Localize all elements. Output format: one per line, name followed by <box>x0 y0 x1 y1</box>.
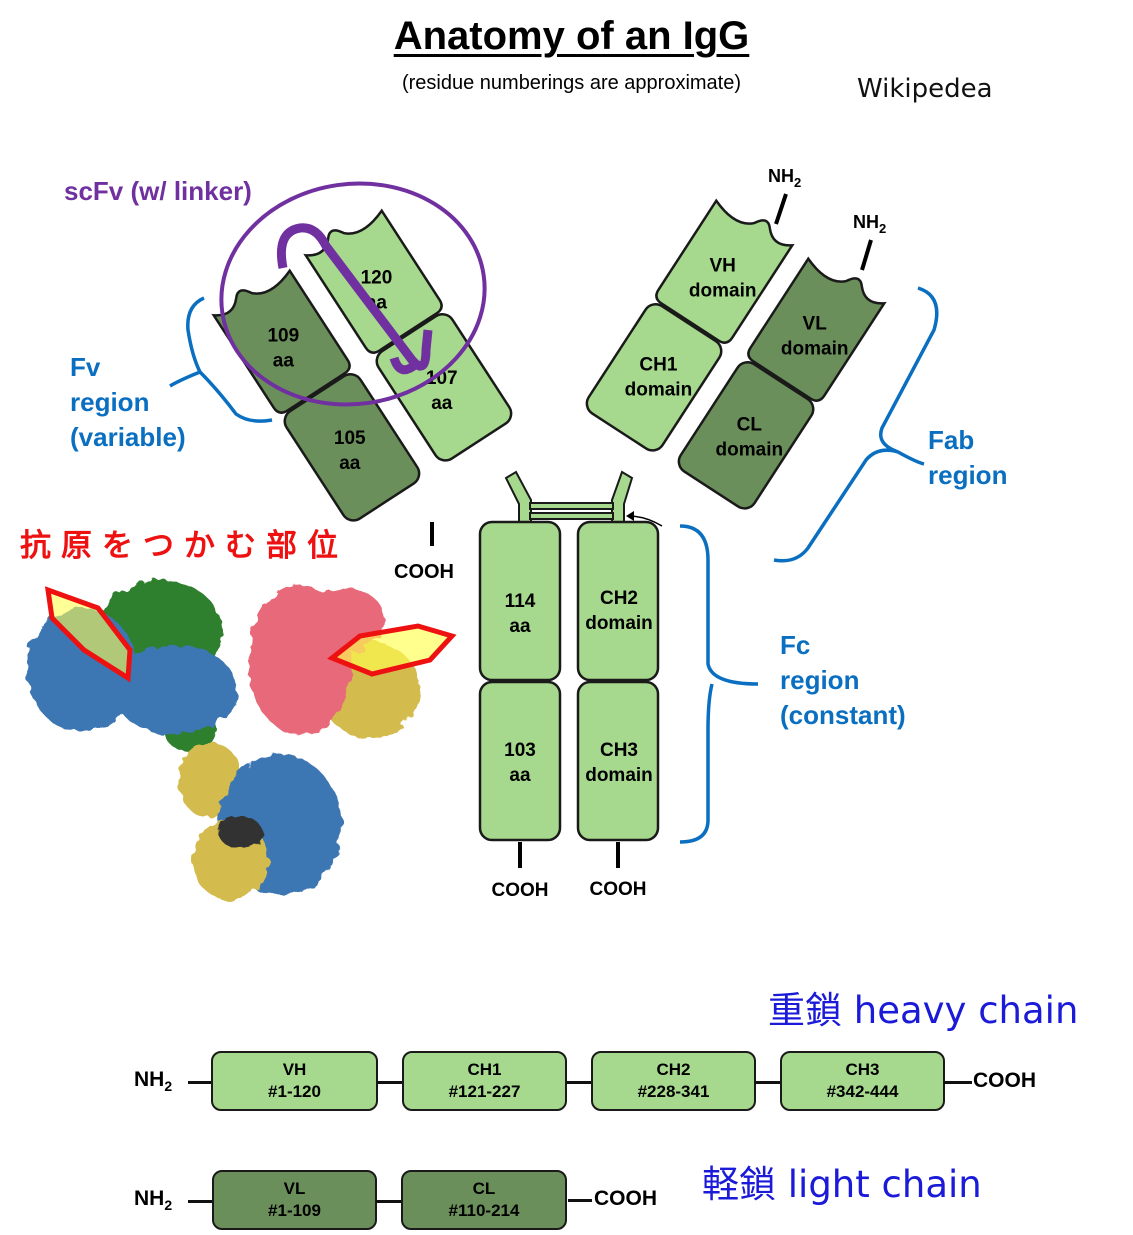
right-heavy-variable-domain <box>655 198 795 344</box>
antigen-site-highlight-left <box>44 586 133 683</box>
right-light-variable-domain <box>747 256 887 402</box>
heavy-chain-link-3 <box>755 1081 781 1084</box>
light-chain-link-1 <box>376 1200 402 1203</box>
fc-brace <box>679 524 759 844</box>
heavy-chain-link-4 <box>944 1081 972 1084</box>
light-chain-domain-vl: VL#1-109 <box>212 1170 377 1230</box>
heavy-chain-n-terminus: NH2 <box>134 1068 173 1095</box>
right-heavy-ch1-domain <box>585 303 723 452</box>
left-hinge-strand <box>504 470 532 523</box>
fv-label-line3: (variable) <box>70 422 186 452</box>
disulfide-bond-1 <box>529 502 614 510</box>
fc-label-line2: region <box>780 665 860 695</box>
scfv-linker-hook <box>389 356 419 375</box>
igg-3d-structure-image <box>27 580 457 900</box>
fc-left-cooh-label: COOH <box>492 880 549 901</box>
fc-right-ch3-domain <box>576 680 660 842</box>
fc-left-ch3-domain <box>478 680 562 842</box>
heavy-chain-link-1 <box>377 1081 403 1084</box>
light-chain-c-terminus: COOH <box>594 1187 657 1210</box>
light-chain-n-terminus: NH2 <box>134 1187 173 1214</box>
structure-glycan <box>218 816 262 848</box>
heavy-chain-link-2 <box>566 1081 592 1084</box>
structure-blue-chain-mid <box>113 645 237 735</box>
light-chain-link-2 <box>568 1199 592 1202</box>
fc-left-ch2-domain <box>478 520 562 682</box>
right-light-cl-domain <box>677 361 815 510</box>
heavy-chain-domain-vh: VH#1-120 <box>211 1051 378 1111</box>
heavy-chain-domain-ch3: CH3#342-444 <box>780 1051 945 1111</box>
fab-label-line2: region <box>928 460 1008 490</box>
fv-label-line1: Fv <box>70 352 101 382</box>
scfv-ellipse <box>219 181 487 407</box>
fc-label-line3: (constant) <box>780 700 906 730</box>
fab-region-label: Fab region <box>928 423 1007 493</box>
fv-label-line2: region <box>70 387 150 417</box>
disulfide-bond-2 <box>529 512 614 520</box>
heavy-chain-link-0 <box>188 1081 212 1084</box>
light-chain-domain-cl: CL#110-214 <box>401 1170 567 1230</box>
light-chain-title: 軽鎖 light chain <box>702 1163 982 1206</box>
fv-brace <box>169 296 273 423</box>
antigen-site-highlight-right <box>327 623 457 677</box>
heavy-chain-title: 重鎖 heavy chain <box>768 989 1079 1032</box>
fv-region-label: Fv region (variable) <box>70 350 186 455</box>
light-chain-link-0 <box>188 1200 213 1203</box>
left-light-variable-domain <box>211 268 351 414</box>
fc-region-label: Fc region (constant) <box>780 628 906 733</box>
right-heavy-nh2-stub <box>774 193 788 225</box>
heavy-chain-domain-ch1: CH1#121-227 <box>402 1051 567 1111</box>
diagram-subtitle: (residue numberings are approximate) <box>401 72 742 94</box>
fc-label-line1: Fc <box>780 630 811 660</box>
diagram-title: Anatomy of an IgG <box>393 14 750 58</box>
antigen-binding-site-label: 抗原をつかむ部位 <box>20 528 348 564</box>
left-heavy-variable-domain <box>303 208 443 354</box>
fab-brace <box>773 286 939 563</box>
fab-label-line1: Fab <box>928 425 975 455</box>
scfv-label: scFv (w/ linker) <box>64 176 252 206</box>
left-light-constant-domain <box>283 373 421 522</box>
hinge-region <box>504 470 634 523</box>
fc-right-cooh-label: COOH <box>590 879 647 900</box>
right-heavy-nh2-label: NH2 <box>768 166 801 190</box>
right-light-nh2-label: NH2 <box>853 212 886 236</box>
right-light-nh2-stub <box>860 239 873 271</box>
left-light-cooh-label: COOH <box>394 561 454 583</box>
heavy-chain-domain-ch2: CH2#228-341 <box>591 1051 756 1111</box>
fc-right-ch2-domain <box>576 520 660 682</box>
source-credit: Wikipedea <box>857 74 993 104</box>
hinge-arrowhead-icon <box>626 511 634 521</box>
scfv-linker <box>276 223 433 371</box>
heavy-chain-c-terminus: COOH <box>973 1069 1036 1092</box>
